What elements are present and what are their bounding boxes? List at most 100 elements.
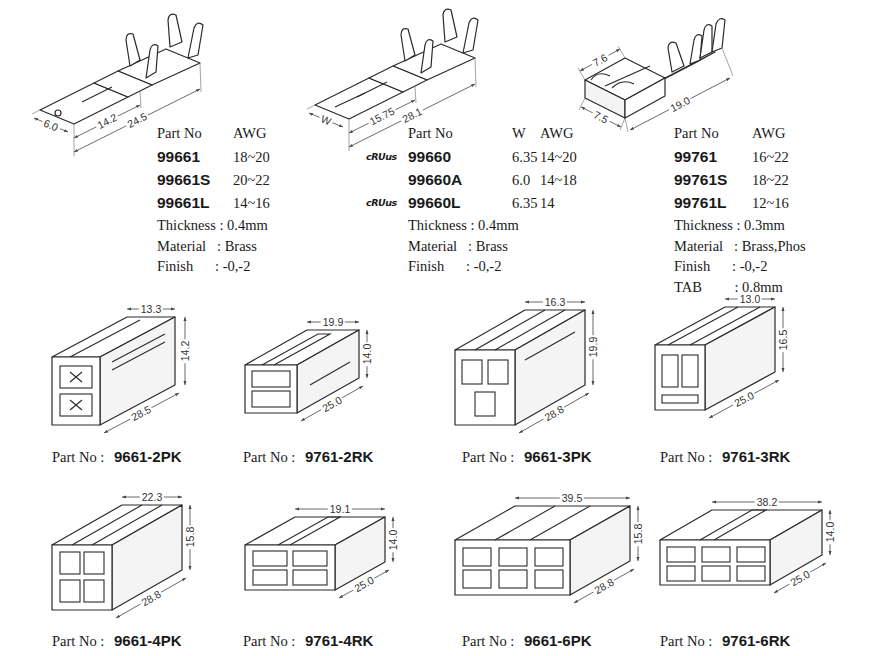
terminal-cavity: [252, 391, 290, 407]
caption-text: Part No :: [660, 633, 712, 650]
part-number: 9761-4RK: [305, 632, 373, 649]
spec-text: Thickness : 0.4mm: [157, 217, 268, 234]
outline-shape: [712, 19, 725, 52]
part-number: 9661-4PK: [114, 632, 182, 649]
outline-shape: [475, 310, 565, 350]
terminal-cavity: [535, 570, 563, 588]
spec-text: 6.35: [512, 149, 537, 166]
dimension-label: 7.6: [589, 50, 611, 70]
outline-shape: [70, 372, 82, 410]
outline-shape: [443, 9, 457, 42]
terminal-cavity: [463, 548, 491, 566]
terminal-cavity: [737, 547, 765, 562]
dimension-label: 28.5: [127, 402, 154, 424]
part-number: 99660A: [408, 171, 462, 189]
dimension-label: 24.5: [123, 109, 150, 131]
outline-shape: [668, 307, 760, 345]
dimension-label: W: [317, 112, 334, 128]
terminal-cavity: [682, 355, 698, 387]
terminal-cavity: [252, 371, 290, 387]
dimension-line: [339, 570, 389, 598]
dimension-line: [301, 386, 363, 421]
dimension-label: 13.0: [738, 293, 762, 305]
terminal-cavity: [293, 570, 327, 585]
dimension-label: 28.8: [590, 575, 617, 597]
spec-text: Material : Brass,Phos: [674, 238, 806, 255]
dimension-line: [519, 393, 589, 433]
dimension-label: 16.3: [543, 296, 567, 308]
female-terminal: [578, 19, 733, 132]
spec-text: Finish : -0,-2: [157, 258, 250, 275]
dimension-label: 19.9: [321, 316, 345, 328]
outline-shape: [463, 18, 478, 53]
outline-shape: [515, 310, 585, 425]
spec-text: Thickness : 0.3mm: [674, 217, 785, 234]
terminal-cavity: [463, 570, 491, 588]
dimension-label: 25.0: [786, 567, 813, 590]
spec-text: W: [512, 125, 526, 142]
connector-housing: [52, 497, 190, 618]
terminal-cavity: [702, 547, 730, 562]
part-number: 9761-6RK: [722, 632, 790, 649]
connector-housing: [52, 309, 185, 433]
spec-text: 6.0: [512, 172, 530, 189]
part-number: 99661: [157, 148, 200, 166]
spec-text: Part No: [408, 125, 453, 142]
spec-text: 14: [540, 195, 555, 212]
terminal-cavity: [662, 355, 678, 387]
extension-line: [74, 124, 75, 156]
cert-mark: cRUus: [366, 152, 397, 163]
spec-text: 6.35: [512, 195, 537, 212]
caption-text: Part No :: [52, 633, 104, 650]
terminal-cavity: [662, 395, 698, 403]
outline-shape: [112, 334, 165, 362]
terminal-cavity: [253, 551, 287, 566]
connector-housing: [455, 302, 593, 433]
spec-text: Material : Brass: [157, 238, 257, 255]
outline-shape: [188, 23, 203, 58]
part-number: 9661-6PK: [524, 632, 592, 649]
part-number: 99761S: [674, 171, 727, 189]
terminal-cavity: [84, 552, 104, 574]
connector-housing: [455, 498, 638, 603]
terminal-cavity: [499, 570, 527, 588]
dimension-label: 14.2: [93, 110, 120, 132]
outline-shape: [52, 545, 112, 610]
dimension-label: 39.5: [560, 492, 584, 504]
extension-line: [307, 105, 315, 109]
outline-shape: [591, 74, 610, 80]
dimension-line: [116, 578, 186, 618]
connector-housing: [245, 509, 393, 598]
dimension-label: 14.0: [361, 342, 373, 366]
terminal-cavity: [535, 548, 563, 566]
outline-shape: [55, 110, 61, 116]
outline-shape: [52, 357, 100, 425]
dimension-line: [630, 78, 730, 130]
outline-shape: [112, 342, 165, 370]
outline-shape: [112, 505, 182, 610]
spec-text: Part No: [674, 125, 719, 142]
outline-shape: [525, 332, 575, 360]
outline-shape: [612, 82, 634, 88]
dimension-label: 15.8: [184, 525, 196, 549]
spec-text: TAB : 0.8mm: [674, 279, 783, 296]
spec-text: 18~20: [233, 149, 270, 166]
spec-text: AWG: [752, 125, 785, 142]
dimension-label: 25.0: [350, 573, 377, 595]
outline-shape: [455, 350, 515, 425]
connector-housing: [245, 322, 367, 421]
terminal-cavity: [702, 566, 730, 581]
caption-text: Part No :: [462, 633, 514, 650]
male-terminal: [32, 14, 203, 156]
spec-text: 14~16: [233, 195, 270, 212]
spec-text: 18~22: [752, 172, 789, 189]
dimension-label: 19.9: [587, 335, 599, 359]
extension-line: [140, 92, 141, 108]
dimension-label: 6.0: [40, 116, 62, 134]
dimension-label: 14.2: [179, 339, 191, 363]
dimension-label: 15.8: [632, 522, 644, 546]
dimension-label: 28.8: [137, 587, 164, 610]
dimension-line: [580, 49, 620, 71]
dimension-line: [574, 569, 634, 603]
